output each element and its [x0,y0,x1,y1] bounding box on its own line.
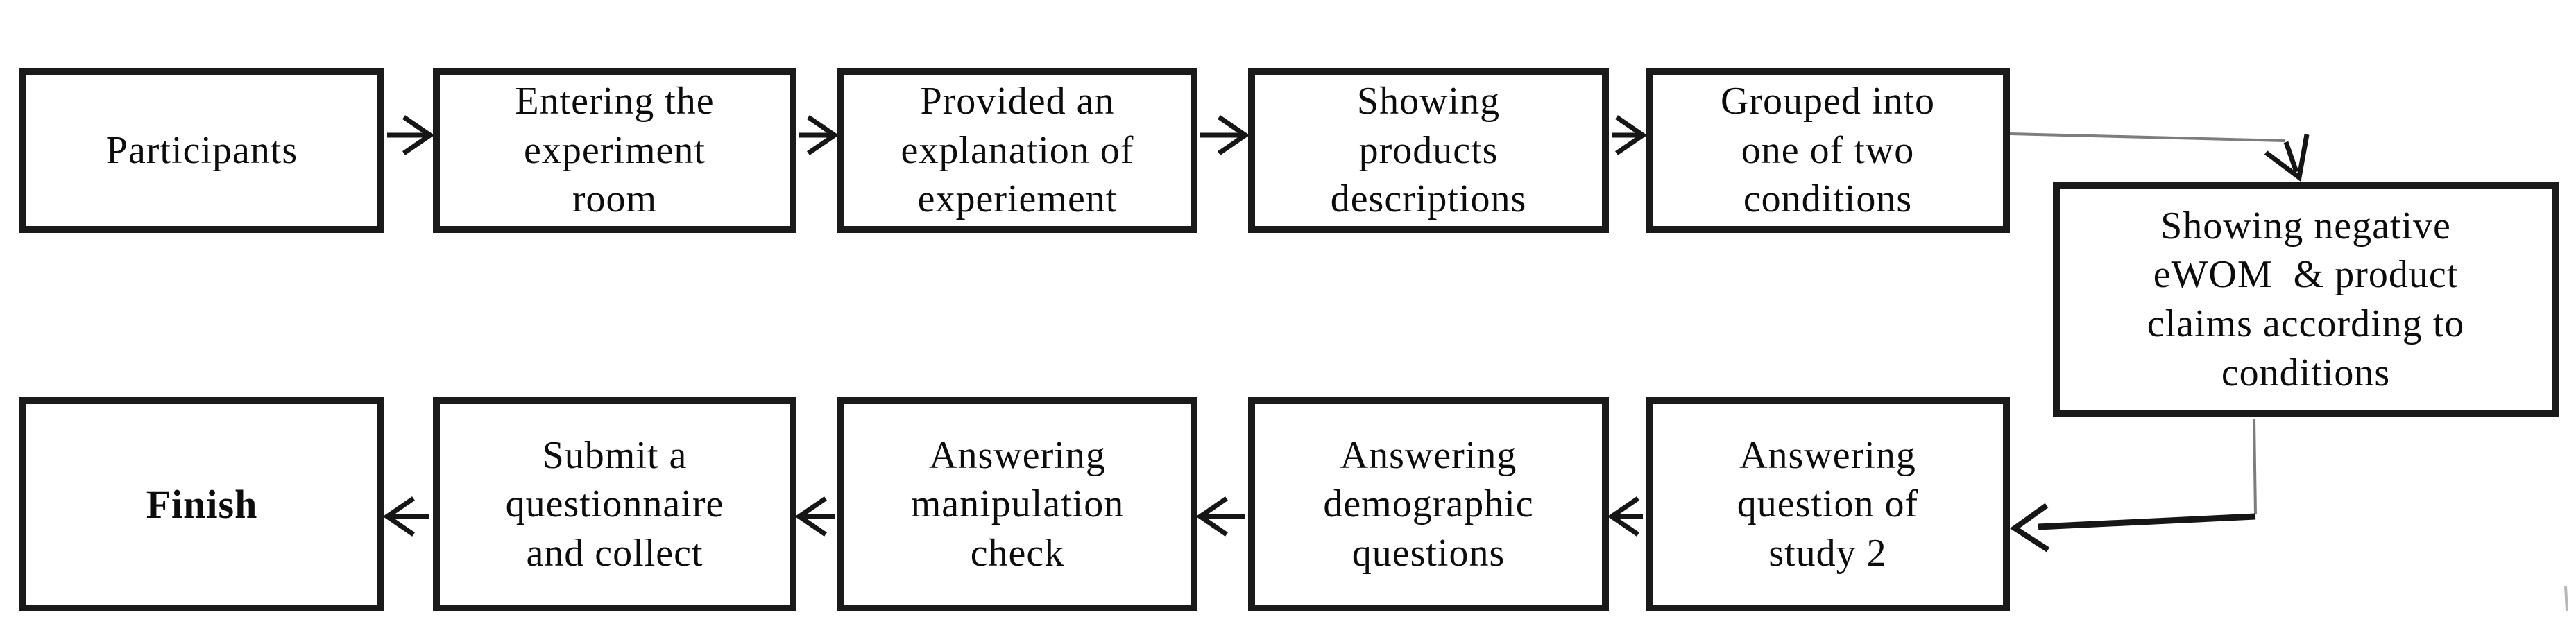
node-entering-room: Entering the experiment room [433,68,796,233]
arrow-study2-to-demographic [1607,496,1643,537]
connector-grouped-to-ewom [2009,132,2310,182]
arrow-explanation-to-products [1200,115,1250,155]
node-demographic-questions: Answering demographic questions [1248,397,1609,611]
arrow-entering-to-explanation [799,115,839,155]
node-finish-label: Finish [146,481,258,527]
node-participants-label: Participants [105,128,298,172]
node-product-descriptions-label: Showing products descriptions [1330,80,1527,221]
node-submit-questionnaire: Submit a questionnaire and collect [433,397,796,611]
node-explanation-label: Provided an explanation of experiement [901,80,1134,221]
node-entering-room-label: Entering the experiment room [515,80,715,221]
arrow-participants-to-entering [387,115,435,155]
node-manipulation-check-label: Answering manipulation check [910,433,1125,575]
node-product-descriptions: Showing products descriptions [1248,68,1609,233]
node-participants: Participants [19,68,384,233]
node-demographic-questions-label: Answering demographic questions [1323,433,1534,575]
node-submit-questionnaire-label: Submit a questionnaire and collect [505,433,724,575]
node-study2-question-label: Answering question of study 2 [1737,433,1919,575]
node-ewom-claims: Showing negative eWOM & product claims a… [2053,182,2559,417]
node-finish: Finish [19,397,384,611]
arrow-products-to-grouped [1612,115,1648,155]
arrow-manipulation-to-submit [794,496,835,537]
node-study2-question: Answering question of study 2 [1646,397,2010,611]
node-grouped-conditions-label: Grouped into one of two conditions [1720,80,1936,221]
arrow-submit-to-finish [382,496,429,537]
node-explanation: Provided an explanation of experiement [837,68,1197,233]
connector-ewom-to-study2 [2009,418,2257,553]
arrow-demographic-to-manipulation [1195,496,1245,537]
node-manipulation-check: Answering manipulation check [837,397,1197,611]
node-grouped-conditions: Grouped into one of two conditions [1646,68,2010,233]
scan-artifact-mark [2564,586,2568,612]
node-ewom-claims-label: Showing negative eWOM & product claims a… [2147,204,2465,394]
